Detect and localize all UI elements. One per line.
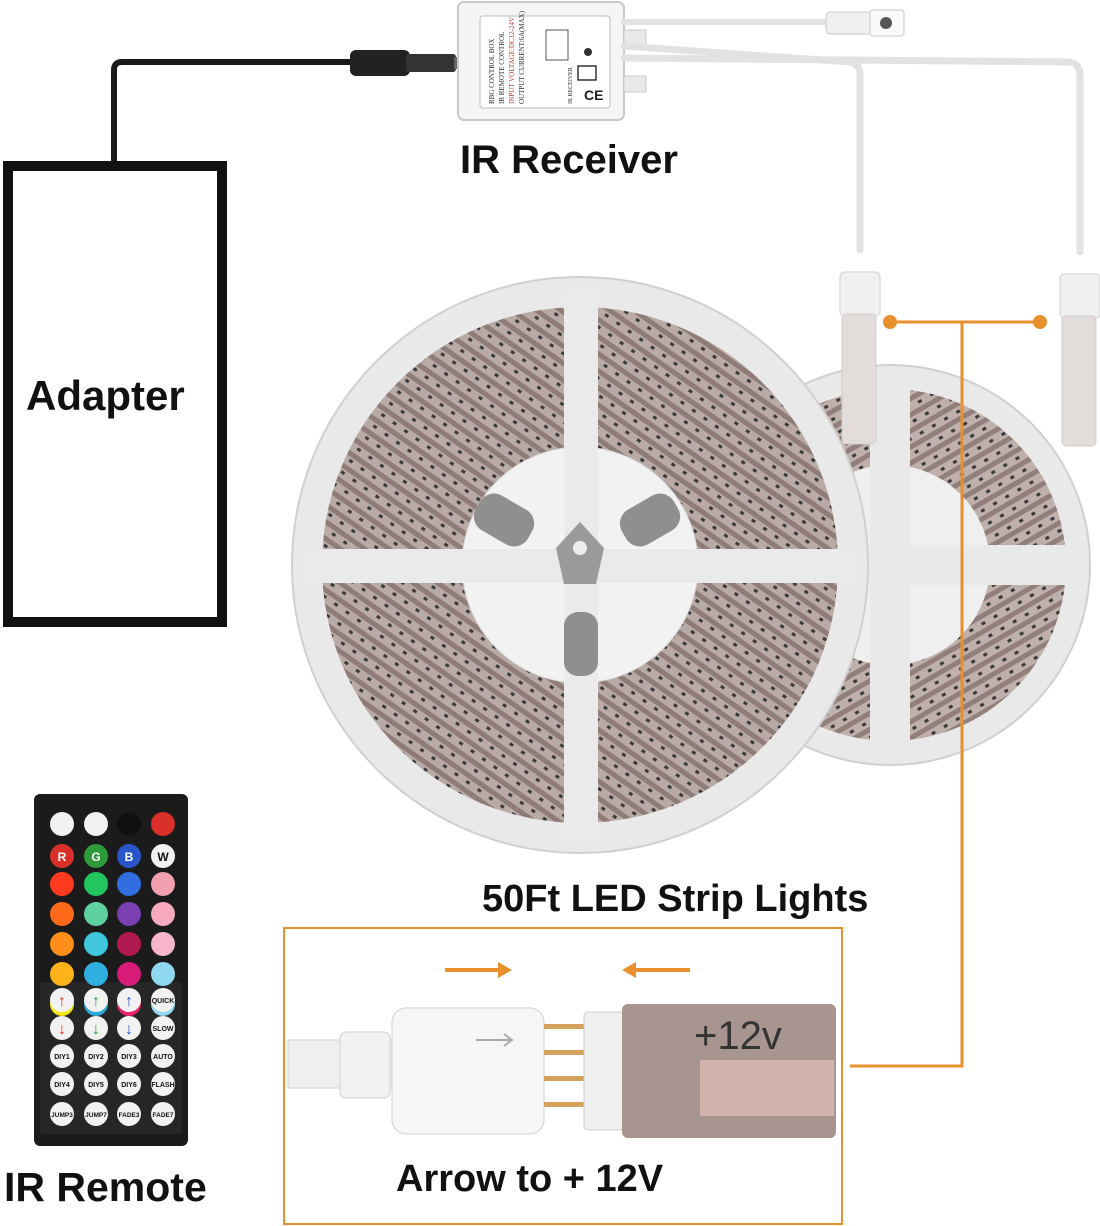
adapter-box xyxy=(3,161,227,627)
arrow-down-button[interactable] xyxy=(117,1016,141,1040)
diy4-button[interactable] xyxy=(50,1072,74,1096)
led-strip-reel-1 xyxy=(291,276,869,854)
receiver-cables xyxy=(620,19,1084,256)
diy5-button[interactable] xyxy=(84,1072,108,1096)
quick-button[interactable] xyxy=(151,988,175,1012)
arrow-down-icon: ↓ xyxy=(58,1021,66,1038)
fade3-label: FADE3 xyxy=(119,1112,140,1119)
color-button-r[interactable] xyxy=(50,844,74,868)
color-swatch-button[interactable] xyxy=(151,932,175,956)
strip-lights-label: 50Ft LED Strip Lights xyxy=(482,878,869,920)
diy3-label: DIY3 xyxy=(121,1054,137,1061)
color-button-w[interactable] xyxy=(151,844,175,868)
receiver-box-text-0: RBG CONTROL BOX xyxy=(488,39,496,104)
color-letter-b: B xyxy=(125,850,134,864)
callout-dot-right xyxy=(1033,315,1047,329)
receiver-side-text: IR RECEIVER xyxy=(568,67,574,104)
color-letter-r: R xyxy=(58,850,67,864)
adapter-cable xyxy=(111,59,360,166)
fade3-button[interactable] xyxy=(117,1102,141,1126)
brightness-down-icon[interactable] xyxy=(84,812,108,836)
callout-lines xyxy=(850,320,1040,1068)
color-swatch-button[interactable] xyxy=(117,962,141,986)
power-icon[interactable] xyxy=(151,812,175,836)
color-swatch-button[interactable] xyxy=(84,902,108,926)
adapter-label: Adapter xyxy=(26,372,185,419)
color-swatch-button[interactable] xyxy=(84,932,108,956)
arrow-up-icon: ↑ xyxy=(125,993,133,1010)
color-swatch-button[interactable] xyxy=(151,962,175,986)
jump3-button[interactable] xyxy=(50,1102,74,1126)
ir-receiver-label: IR Receiver xyxy=(460,138,678,182)
flash-label: FLASH xyxy=(151,1082,174,1089)
slow-label: SLOW xyxy=(153,1026,174,1033)
ir-sensor-plug xyxy=(825,9,905,37)
arrow-up-button[interactable] xyxy=(84,988,108,1012)
arrow-down-icon: ↓ xyxy=(92,1021,100,1038)
jump7-label: JUMP7 xyxy=(85,1112,107,1119)
slow-button[interactable] xyxy=(151,1016,175,1040)
arrow-up-button[interactable] xyxy=(50,988,74,1012)
play-pause-icon[interactable] xyxy=(117,812,141,836)
color-button-b[interactable] xyxy=(117,844,141,868)
color-swatch-button[interactable] xyxy=(117,932,141,956)
color-swatch-button[interactable] xyxy=(84,962,108,986)
color-swatch-button[interactable] xyxy=(50,932,74,956)
diy2-label: DIY2 xyxy=(88,1054,104,1061)
auto-button[interactable] xyxy=(151,1044,175,1068)
fade7-label: FADE7 xyxy=(153,1112,174,1119)
callout-dot-left xyxy=(883,315,897,329)
diy6-button[interactable] xyxy=(117,1072,141,1096)
arrow-up-icon: ↑ xyxy=(92,993,100,1010)
brightness-up-icon[interactable] xyxy=(50,812,74,836)
ir-receiver-box: CE RBG CONTROL BOX IR REMOTE CONTROL INP… xyxy=(457,1,647,121)
arrow-down-button[interactable] xyxy=(50,1016,74,1040)
diy1-button[interactable] xyxy=(50,1044,74,1068)
color-letter-w: W xyxy=(157,850,169,864)
diy2-button[interactable] xyxy=(84,1044,108,1068)
strip-connector-left xyxy=(839,271,881,445)
color-swatch-button[interactable] xyxy=(50,902,74,926)
color-swatch-button[interactable] xyxy=(151,902,175,926)
diy4-label: DIY4 xyxy=(54,1082,70,1089)
color-swatch-button[interactable] xyxy=(50,872,74,896)
color-swatch-button[interactable] xyxy=(117,902,141,926)
receiver-box-text-2: INPUT VOLTAGE:DC12-24V xyxy=(508,17,516,104)
diy1-label: DIY1 xyxy=(54,1054,70,1061)
ir-remote: R G B W ↑ ↑ ↑ QUICK ↓ ↓ ↓ SLOW DIY1 DIY2 DIY3 AUTO DIY4 D… xyxy=(34,794,188,1146)
diy5-label: DIY5 xyxy=(88,1082,104,1089)
color-swatch-button[interactable] xyxy=(50,962,74,986)
receiver-box-text-3: OUTPUT CURRENT:6A(MAX) xyxy=(518,10,526,104)
jump3-label: JUMP3 xyxy=(51,1112,73,1119)
svg-text:CE: CE xyxy=(584,87,603,103)
receiver-box-text-1: IR REMOTE CONTROL xyxy=(498,32,506,104)
ir-remote-label: IR Remote xyxy=(4,1164,207,1210)
quick-label: QUICK xyxy=(152,998,175,1005)
connector-inset xyxy=(283,927,843,1225)
color-button-g[interactable] xyxy=(84,844,108,868)
arrow-down-button[interactable] xyxy=(84,1016,108,1040)
arrow-to-12v-label: Arrow to + 12V xyxy=(396,1158,664,1200)
flash-button[interactable] xyxy=(151,1072,175,1096)
color-swatch-button[interactable] xyxy=(151,872,175,896)
diy6-label: DIY6 xyxy=(121,1082,137,1089)
plus-12v-label: +12v xyxy=(694,1014,782,1058)
color-swatch-button[interactable] xyxy=(84,872,108,896)
arrow-up-button[interactable] xyxy=(117,988,141,1012)
diy3-button[interactable] xyxy=(117,1044,141,1068)
auto-label: AUTO xyxy=(153,1054,173,1061)
color-swatch-button[interactable] xyxy=(117,872,141,896)
arrow-up-icon: ↑ xyxy=(58,993,66,1010)
jump7-button[interactable] xyxy=(84,1102,108,1126)
fade7-button[interactable] xyxy=(151,1102,175,1126)
arrow-down-icon: ↓ xyxy=(125,1021,133,1038)
strip-connector-right xyxy=(1059,273,1100,447)
color-letter-g: G xyxy=(91,850,100,864)
dc-plug xyxy=(350,50,464,76)
